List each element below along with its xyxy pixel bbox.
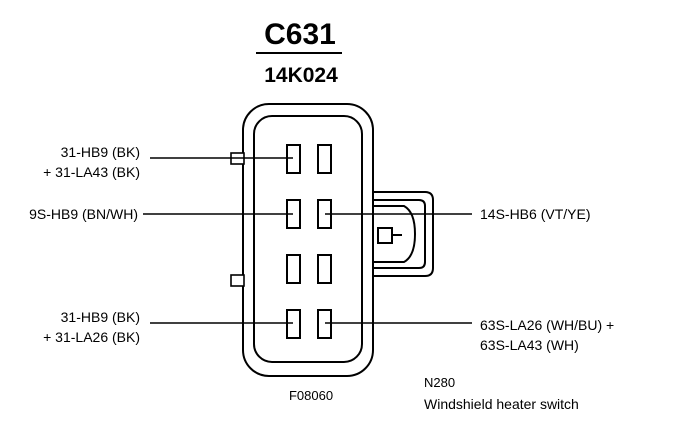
figure-code: F08060 — [289, 388, 333, 403]
wire-label-left-1b: + 31-LA43 (BK) — [43, 164, 140, 180]
part-number: 14K024 — [264, 64, 338, 87]
leader-lines — [143, 157, 472, 324]
locking-tab-bottom — [230, 274, 245, 287]
wire-label-right-2b: 63S-LA43 (WH) — [480, 337, 579, 353]
cavity-1 — [286, 144, 301, 174]
cavity-2 — [317, 144, 332, 174]
cavity-7 — [286, 309, 301, 339]
wire-label-left-2: 9S-HB9 (BN/WH) — [29, 206, 138, 222]
side-latch — [373, 191, 434, 277]
cavity-8 — [317, 309, 332, 339]
wire-label-right-1: 14S-HB6 (VT/YE) — [480, 206, 590, 222]
component-code: N280 — [424, 375, 455, 390]
wire-label-right-2a: 63S-LA26 (WH/BU) + — [480, 317, 614, 333]
wire-label-left-1a: 31-HB9 (BK) — [61, 144, 140, 160]
cavity-5 — [286, 254, 301, 284]
cavity-6 — [317, 254, 332, 284]
connector-id: C631 — [264, 18, 336, 51]
wire-label-left-3b: + 31-LA26 (BK) — [43, 329, 140, 345]
connector-body — [242, 103, 374, 377]
component-name: Windshield heater switch — [424, 396, 579, 412]
terminal-cavities — [286, 144, 332, 339]
wire-label-left-3a: 31-HB9 (BK) — [61, 309, 140, 325]
